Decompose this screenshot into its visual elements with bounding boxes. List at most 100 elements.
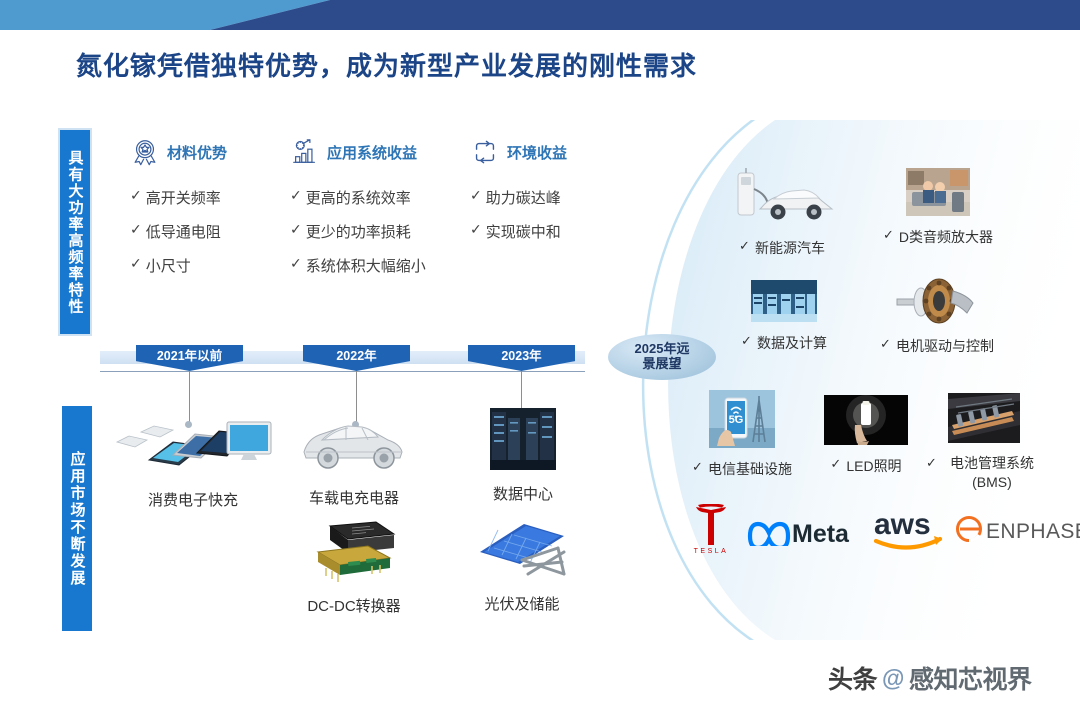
vision-item-text: 数据及计算 (756, 335, 827, 351)
benefit-item-text: 更高的系统效率 (305, 190, 411, 207)
vision-item-label: ✓ 数据及计算 (724, 333, 844, 353)
benefit-item-text: 更少的功率损耗 (305, 224, 411, 241)
timeline-node[interactable]: 2021年以前 (136, 345, 243, 428)
dcdc-module-thumb (292, 518, 416, 587)
vision-item-label: ✓ LED照明 (810, 456, 922, 476)
enphase-logo: ENPHASE. (956, 515, 1080, 550)
benefit-item: ✓ 系统体积大幅缩小 (290, 255, 475, 276)
aws-logo: aws (872, 508, 948, 557)
benefit-column-environment: 环境收益 ✓ 助力碳达峰 ✓ 实现碳中和 (470, 130, 620, 242)
benefit-heading: 环境收益 (470, 130, 620, 174)
benefit-column-system: 应用系统收益 ✓ 更高的系统效率 ✓ 更少的功率损耗 ✓ 系统体积大幅缩小 (290, 130, 475, 276)
timeline-node[interactable]: 2023年 (468, 345, 575, 428)
check-icon: ✓ (130, 221, 142, 237)
watermark: 头条 @ 感知芯视界 (828, 660, 1032, 696)
vision-item-text: LED照明 (846, 458, 902, 474)
led-lamp-thumb (810, 395, 922, 450)
vision-item[interactable]: ✓ D类音频放大器 (868, 168, 1008, 247)
timeline-stem (356, 371, 357, 423)
svg-text:ENPHASE.: ENPHASE. (986, 520, 1080, 543)
sidebar-label-market-development: 应用市场不断发展 (62, 406, 92, 631)
timeline-card[interactable]: 光伏及储能 (462, 518, 582, 614)
vision-item[interactable]: ✓ LED照明 (810, 395, 922, 476)
check-icon: ✓ (741, 333, 752, 348)
timeline-card-caption: 车载电充电器 (308, 490, 399, 507)
vision-item-label: ✓ 电池管理系统 (BMS) (926, 454, 1042, 492)
timeline-card-caption: 消费电子快充 (147, 492, 238, 509)
consumer-devices-thumb (108, 408, 278, 481)
svg-text:Meta: Meta (792, 520, 850, 546)
vision-item-text: 电池管理系统 (BMS) (949, 455, 1034, 490)
timeline-card[interactable]: DC-DC转换器 (292, 518, 416, 616)
partner-logos: TESLA Meta aws ENPHASE. (672, 503, 1080, 560)
vision-badge-text: 2025年远 景展望 (634, 341, 690, 371)
vision-item-label: ✓ 电信基础设施 (672, 459, 812, 479)
svg-text:aws: aws (874, 508, 931, 541)
vision-item[interactable]: 5G ✓ 电信基础设施 (672, 390, 812, 479)
vision-badge: 2025年远 景展望 (608, 334, 716, 380)
vision-item-text: 电信基础设施 (707, 461, 792, 477)
page-title: 氮化镓凭借独特优势，成为新型产业发展的刚性需求 (76, 51, 698, 81)
benefit-item: ✓ 更高的系统效率 (290, 187, 475, 208)
vision-item[interactable]: ✓ 数据及计算 (724, 280, 844, 353)
svg-text:TESLA: TESLA (694, 548, 729, 554)
timeline-card[interactable]: 消费电子快充 (108, 408, 278, 510)
timeline-card[interactable]: 车载电充电器 (290, 408, 418, 508)
5g-tower-thumb: 5G (672, 390, 812, 453)
benefit-heading: 应用系统收益 (290, 130, 475, 174)
benefit-column-material: 材料优势 ✓ 高开关频率 ✓ 低导通电阻 ✓ 小尺寸 (130, 130, 300, 276)
medal-badge-icon (130, 137, 160, 167)
timeline-card-caption: DC-DC转换器 (307, 598, 401, 615)
timeline-node-label: 2023年 (468, 345, 575, 371)
benefit-item: ✓ 低导通电阻 (130, 221, 300, 242)
vision-item[interactable]: ✓ 电机驱动与控制 (866, 277, 1008, 356)
timeline-dot (185, 421, 192, 428)
check-icon: ✓ (880, 336, 891, 351)
benefit-item: ✓ 更少的功率损耗 (290, 221, 475, 242)
check-icon: ✓ (692, 459, 703, 474)
car-thumb (290, 408, 418, 479)
svg-text:5G: 5G (729, 414, 744, 426)
timeline-stem (521, 371, 522, 423)
vision-item[interactable]: ✓ 新能源汽车 (722, 165, 842, 258)
benefit-heading-text: 应用系统收益 (327, 144, 418, 162)
benefit-item-text: 小尺寸 (145, 258, 191, 275)
check-icon: ✓ (130, 255, 142, 271)
timeline-node-label: 2021年以前 (136, 345, 243, 371)
datacenter-thumb (468, 408, 578, 475)
solar-panel-thumb (462, 518, 582, 585)
benefit-item: ✓ 实现碳中和 (470, 221, 620, 242)
check-icon: ✓ (290, 255, 302, 271)
vision-item-label: ✓ 新能源汽车 (722, 238, 842, 258)
growth-chart-icon (290, 137, 320, 167)
benefit-item-text: 助力碳达峰 (485, 190, 561, 207)
watermark-prefix: 头条 (828, 666, 878, 694)
timeline-stem (189, 371, 190, 423)
battery-pack-thumb (926, 393, 1042, 448)
check-icon: ✓ (130, 187, 142, 203)
timeline-card[interactable]: 数据中心 (468, 408, 578, 504)
check-icon: ✓ (290, 187, 302, 203)
check-icon: ✓ (470, 221, 482, 237)
timeline-card-caption: 光伏及储能 (484, 596, 560, 613)
timeline-baseline (100, 371, 585, 372)
vision-arc-decoration (575, 110, 1080, 650)
timeline-dot (352, 421, 359, 428)
watermark-suffix: 感知芯视界 (909, 666, 1032, 694)
top-banner (0, 0, 1080, 30)
vision-item-text: D类音频放大器 (898, 229, 994, 245)
benefit-item: ✓ 助力碳达峰 (470, 187, 620, 208)
benefit-item-text: 系统体积大幅缩小 (305, 258, 426, 275)
sidebar-label-power-characteristics: 具有大功率高频率特性 (58, 128, 92, 336)
timeline-node-label: 2022年 (303, 345, 410, 371)
vision-item[interactable]: ✓ 电池管理系统 (BMS) (926, 393, 1042, 492)
tesla-logo: TESLA (684, 503, 738, 559)
timeline-node[interactable]: 2022年 (303, 345, 410, 428)
timeline-card-caption: 数据中心 (492, 486, 553, 503)
benefit-item-text: 高开关频率 (145, 190, 221, 207)
benefit-item-text: 实现碳中和 (485, 224, 561, 241)
benefit-item: ✓ 高开关频率 (130, 187, 300, 208)
check-icon: ✓ (470, 187, 482, 203)
server-racks-thumb (724, 280, 844, 327)
check-icon: ✓ (739, 238, 750, 253)
